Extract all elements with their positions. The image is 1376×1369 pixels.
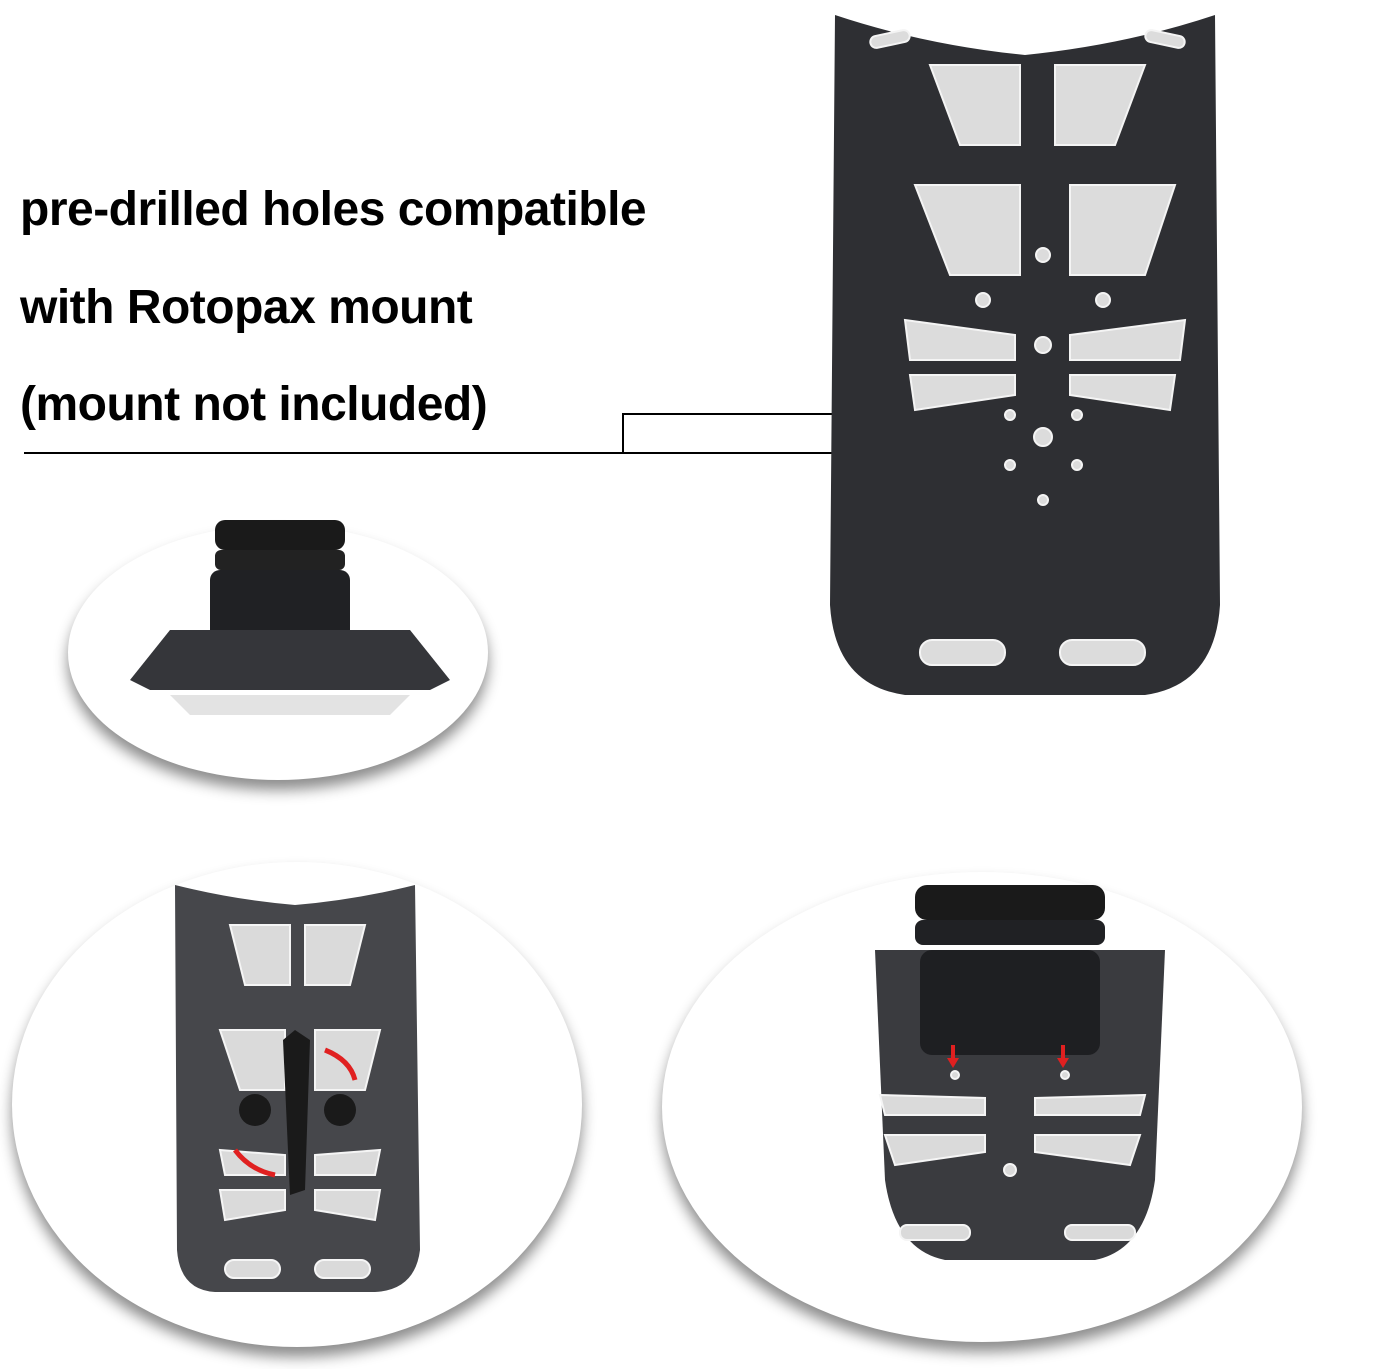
leader-line-branch-vertical (622, 413, 624, 453)
main-rack-image (830, 15, 1220, 695)
rotating-mount-rack-image (175, 885, 420, 1292)
leader-line-branch-top (622, 413, 982, 415)
callout-line-3: (mount not included) (20, 378, 488, 431)
perspective-mount-rack-image (875, 885, 1165, 1260)
callout-line-1: pre-drilled holes compatible (20, 183, 647, 236)
callout-line-2: with Rotopax mount (20, 281, 473, 334)
side-view-rack-image (130, 520, 450, 715)
leader-line-main (24, 452, 1104, 454)
